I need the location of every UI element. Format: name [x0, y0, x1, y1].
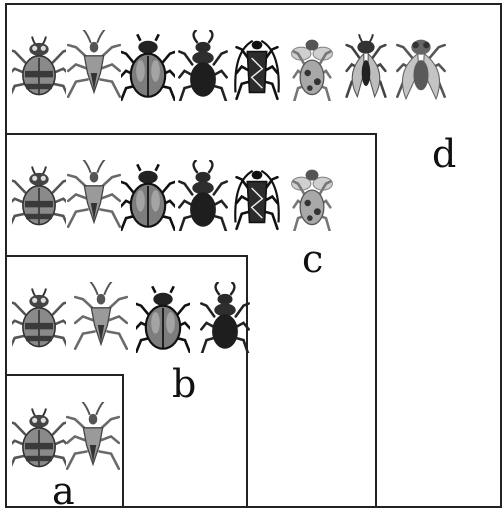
assassin-bug-icon — [67, 30, 121, 101]
assassin-bug-icon — [67, 160, 121, 231]
scarab-beetle-icon — [121, 160, 175, 231]
longhorn-beetle-icon — [230, 30, 284, 101]
ladybird-beetle-icon — [12, 402, 66, 473]
assassin-bug-icon — [74, 282, 128, 353]
scarab-beetle-icon — [121, 30, 175, 101]
bee-icon — [285, 30, 339, 101]
assassin-bug-icon — [66, 402, 120, 473]
bee-icon — [285, 160, 339, 231]
label-c: c — [302, 240, 323, 278]
ladybird-beetle-icon — [12, 30, 66, 101]
stag-beetle-icon — [198, 282, 252, 353]
stag-beetle-icon — [176, 30, 230, 101]
ladybird-beetle-icon — [12, 160, 66, 231]
cicada-icon — [339, 30, 393, 101]
label-a: a — [52, 472, 75, 510]
ladybird-beetle-icon — [12, 282, 66, 353]
scarab-beetle-icon — [136, 282, 190, 353]
longhorn-beetle-icon — [230, 160, 284, 231]
label-b: b — [172, 365, 196, 403]
fly-icon — [394, 30, 448, 101]
label-d: d — [432, 135, 456, 173]
stag-beetle-icon — [176, 160, 230, 231]
